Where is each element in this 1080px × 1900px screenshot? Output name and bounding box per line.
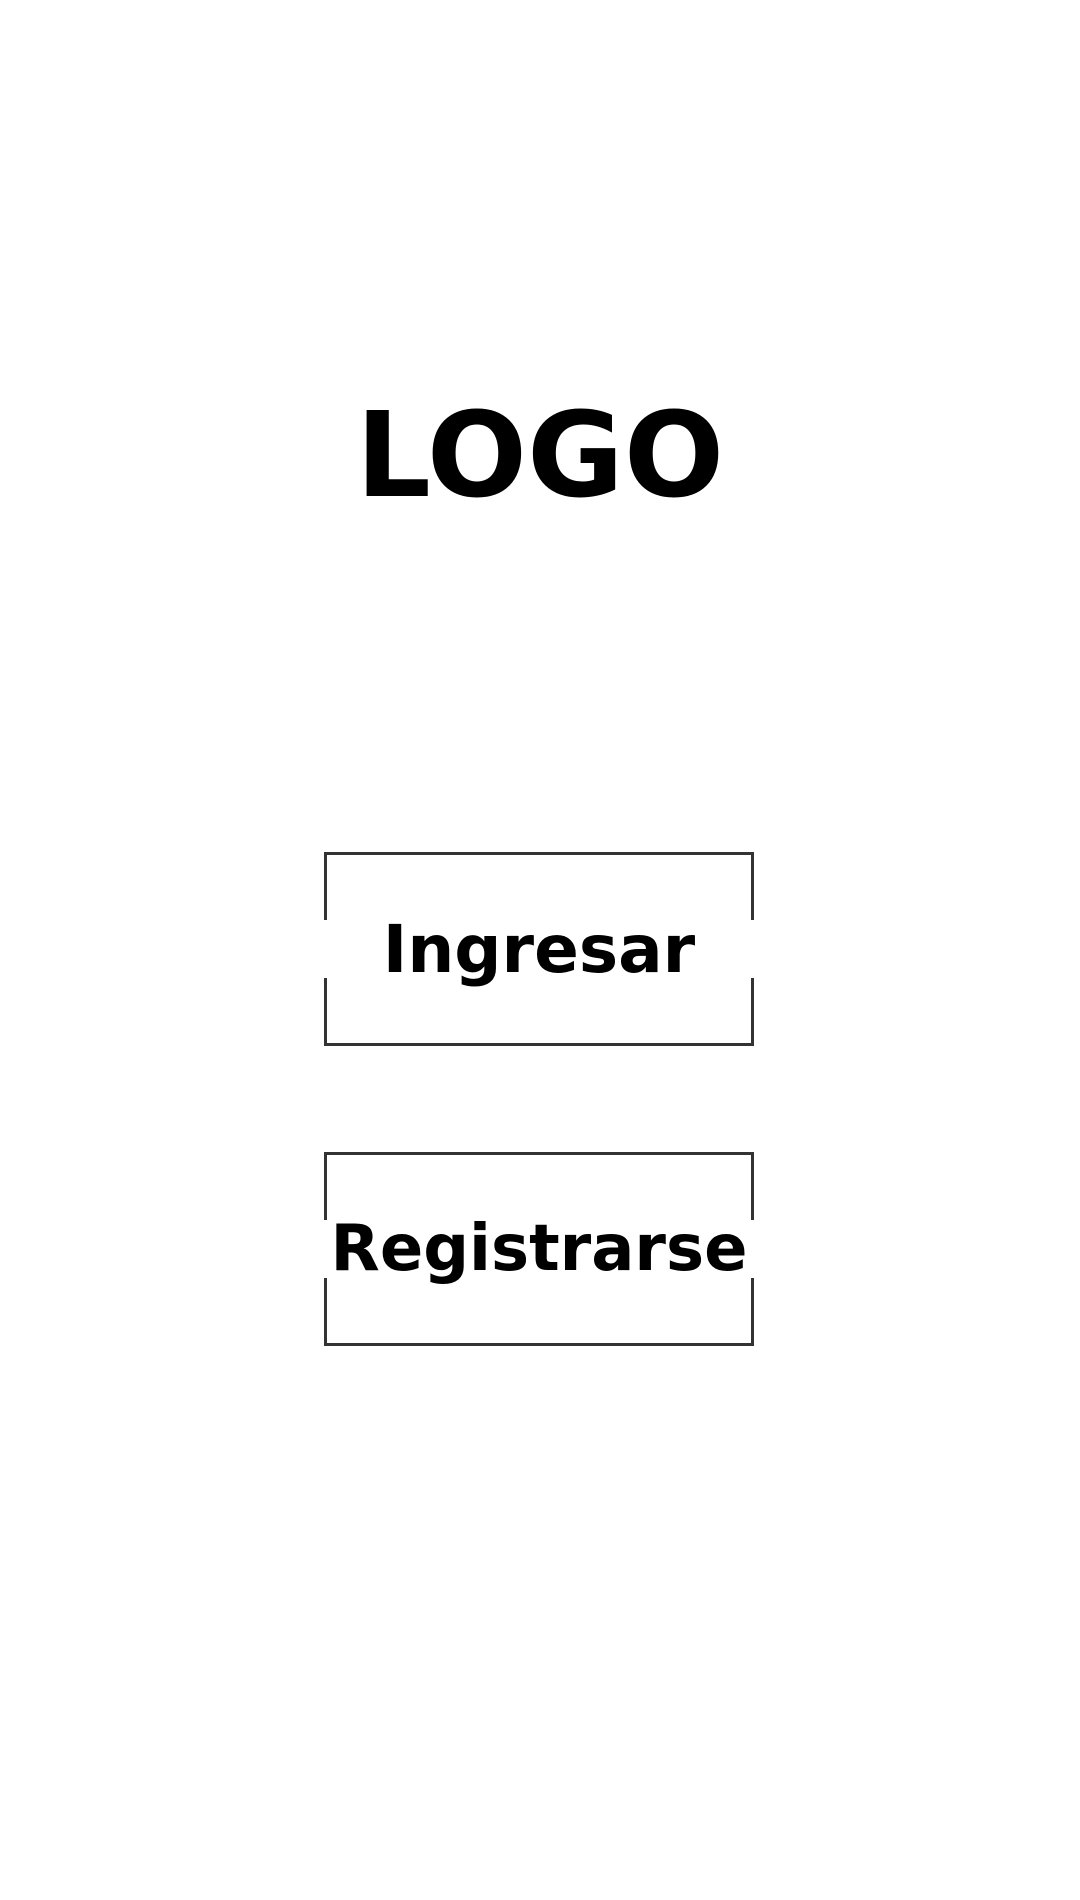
login-button[interactable]: Ingresar xyxy=(313,852,765,1046)
register-button-label: Registrarse xyxy=(313,1212,765,1286)
register-button[interactable]: Registrarse xyxy=(313,1152,765,1346)
login-button-label: Ingresar xyxy=(313,911,765,988)
app-logo: LOGO xyxy=(355,386,725,524)
